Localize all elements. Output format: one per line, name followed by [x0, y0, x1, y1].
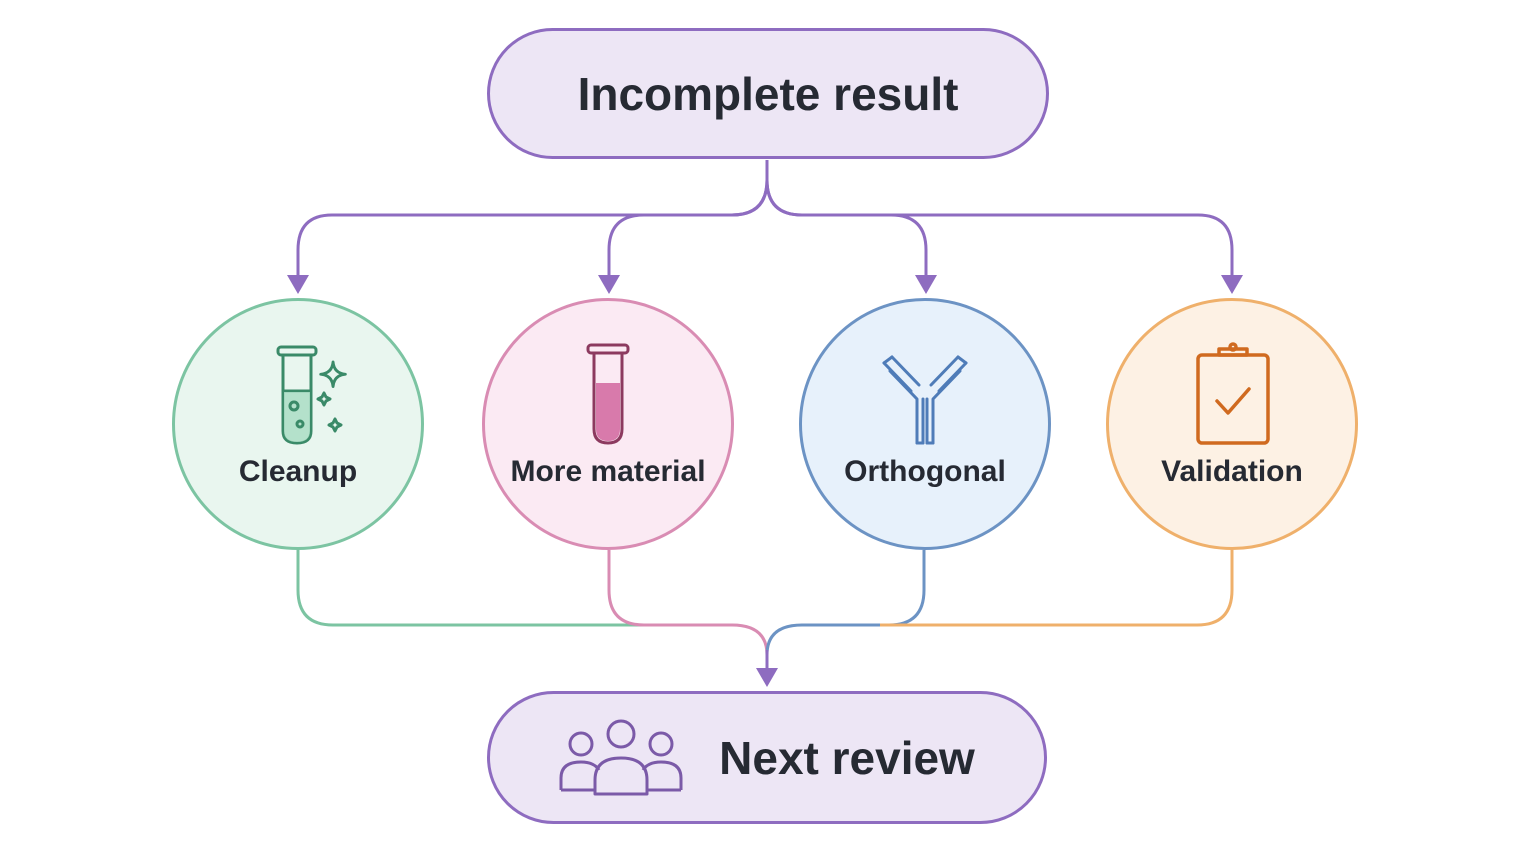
- merge-line: [296, 550, 650, 627]
- arrowhead: [915, 275, 937, 294]
- arrowhead: [1221, 275, 1243, 294]
- option-label: More material: [510, 455, 706, 488]
- end-node-label: Next review: [719, 731, 975, 784]
- merge-line: [765, 550, 926, 656]
- arrowhead: [756, 668, 778, 687]
- start-node-label: Incomplete result: [577, 67, 959, 120]
- end-node: Next review: [487, 691, 1047, 824]
- option-label: Cleanup: [238, 455, 358, 488]
- option-label: Validation: [1161, 455, 1303, 488]
- people-group-icon: [559, 719, 683, 795]
- split-line: [765, 179, 928, 278]
- antibody-icon: [882, 355, 968, 445]
- test-tube-sparkles-icon: [276, 345, 347, 445]
- clipboard-check-icon: [1196, 342, 1270, 445]
- option-validation: Validation: [1106, 298, 1358, 550]
- arrowhead: [287, 275, 309, 294]
- split-line: [607, 179, 769, 278]
- split-line: [296, 160, 769, 278]
- merge-line: [607, 550, 769, 656]
- merge-line: [880, 550, 1234, 627]
- option-more-material: More material: [482, 298, 734, 550]
- option-label: Orthogonal: [844, 455, 1006, 488]
- option-orthogonal: Orthogonal: [799, 298, 1051, 550]
- arrowhead: [598, 275, 620, 294]
- filled-test-tube-icon: [586, 343, 630, 445]
- option-cleanup: Cleanup: [172, 298, 424, 550]
- start-node: Incomplete result: [487, 28, 1049, 159]
- split-line: [765, 179, 1234, 278]
